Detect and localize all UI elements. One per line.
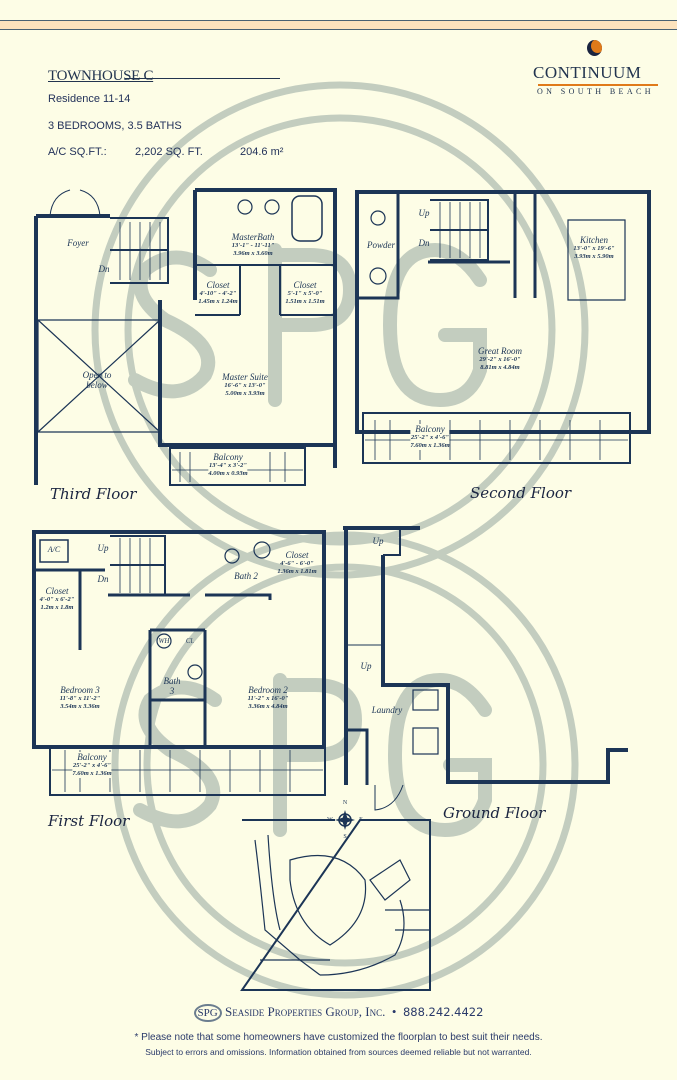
logo-rule (538, 84, 658, 86)
first-floor-plan (32, 530, 326, 796)
stair-up-a-label: Up (372, 536, 384, 546)
ground-floor-title: Ground Floor (443, 804, 546, 822)
stair-up-b-label: Up (360, 661, 372, 671)
residence-label: Residence 11-14 (48, 93, 131, 105)
site-plan (240, 819, 431, 991)
second-floor-plan (355, 190, 651, 464)
compass-w: W (327, 817, 333, 823)
bath-3-label: Bath 3 (163, 676, 181, 696)
sqm-value: 204.6 m² (240, 146, 284, 158)
bath-2-label: Bath 2 (234, 571, 258, 581)
phone-number: 888.242.4422 (402, 1005, 484, 1019)
compass-e: E (359, 817, 363, 823)
sqft-label: A/C SQ.FT.: (48, 146, 107, 158)
foyer-label: Foyer (67, 238, 89, 248)
ac-label: A/C (47, 545, 61, 554)
spg-logo: SPG (193, 1004, 222, 1022)
second-floor-title: Second Floor (470, 484, 572, 502)
powder-label: Powder (367, 240, 395, 250)
logo-name: CONTINUUM (533, 63, 642, 82)
continuum-logo-icon (587, 40, 602, 56)
disclaimer: Subject to errors and omissions. Informa… (145, 1047, 532, 1057)
stair-down-label: Dn (97, 574, 109, 584)
bedrooms-baths: 3 BEDROOMS, 3.5 BATHS (48, 120, 182, 132)
stair-down-label: Dn (98, 264, 110, 274)
third-floor-title: Third Floor (50, 485, 137, 503)
top-band (0, 20, 677, 30)
logo-subtitle: ON SOUTH BEACH (537, 87, 654, 96)
first-floor-title: First Floor (48, 812, 130, 830)
company-line: SPG Seaside Properties Group, Inc. • 888… (0, 1004, 677, 1022)
water-heater-label: WH (158, 637, 170, 645)
third-floor-plan (34, 188, 337, 486)
stair-down-label: Dn (418, 238, 430, 248)
compass-n: N (342, 800, 348, 806)
laundry-label: Laundry (371, 705, 403, 715)
customization-note: * Please note that some homeowners have … (134, 1032, 543, 1043)
compass-s: S (343, 834, 347, 840)
company-name: Seaside Properties Group, Inc. (224, 1004, 386, 1019)
open-to-below-label: Open to below (82, 370, 112, 390)
closet-c-label: Cl. (185, 637, 195, 645)
ground-floor-plan (343, 526, 628, 811)
stair-up-label: Up (418, 208, 430, 218)
bullet: • (388, 1004, 400, 1019)
unit-title: TOWNHOUSE C (48, 68, 154, 84)
stair-up-label: Up (97, 543, 109, 553)
title-rule (125, 78, 280, 79)
compass-icon (335, 810, 355, 830)
sqft-value: 2,202 SQ. FT. (135, 146, 203, 158)
